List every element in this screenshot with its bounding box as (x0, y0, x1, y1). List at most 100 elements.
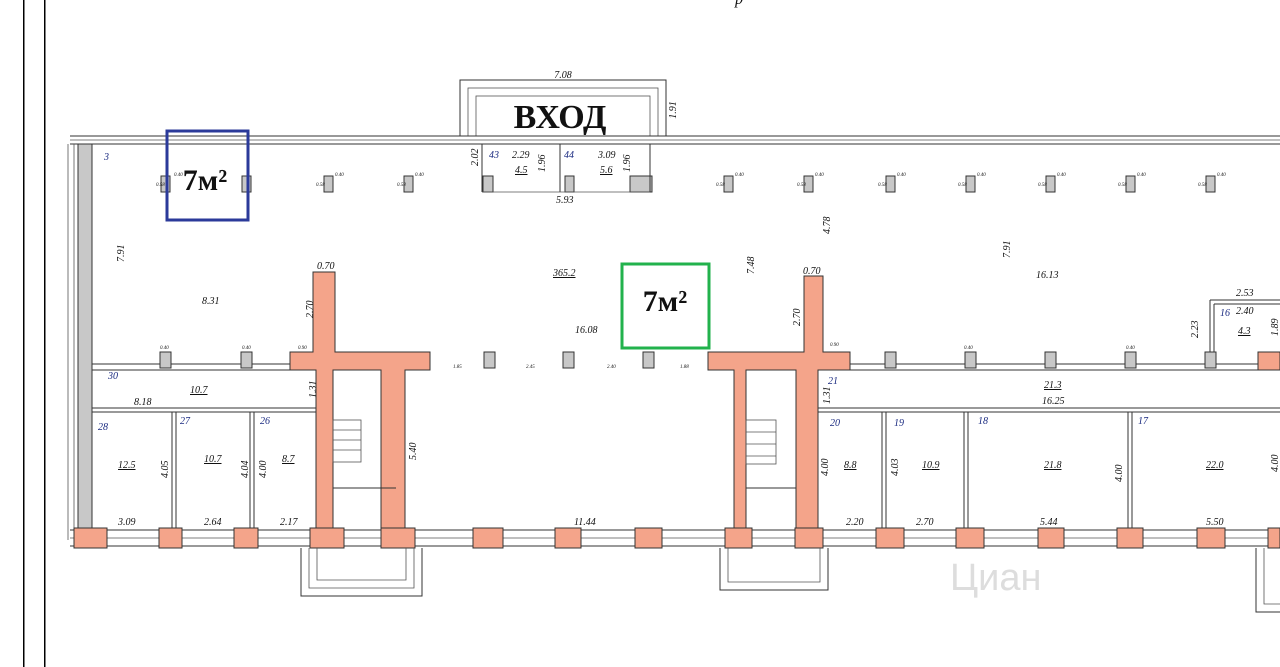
svg-text:0.40: 0.40 (815, 173, 824, 178)
svg-text:1.96: 1.96 (622, 155, 633, 173)
room-44: 44 (564, 150, 574, 161)
hall-area: 365.2 (552, 268, 576, 279)
room-30: 30 (107, 371, 118, 382)
highlight-blue[interactable]: 7м² (165, 129, 250, 222)
room-16-block: 2.53 2.40 2.23 16 4.3 1.89 (1190, 288, 1280, 352)
svg-text:0.58: 0.58 (316, 183, 325, 188)
svg-text:4.00: 4.00 (1114, 465, 1125, 483)
svg-text:2.64: 2.64 (204, 517, 222, 528)
bottom-left-rooms: 30 10.7 8.18 28 27 26 12.5 10.7 8.7 4.05… (92, 371, 316, 530)
frame-left-inner (44, 0, 46, 667)
svg-text:0.40: 0.40 (1057, 173, 1066, 178)
svg-text:1.88: 1.88 (680, 365, 689, 370)
svg-text:2.02: 2.02 (470, 149, 481, 167)
header-fragment: р (734, 0, 743, 8)
entrance-depth: 1.91 (668, 101, 679, 119)
svg-text:0.58: 0.58 (878, 183, 887, 188)
svg-text:2.17: 2.17 (280, 517, 299, 528)
svg-text:4.03: 4.03 (890, 459, 901, 477)
svg-text:0.40: 0.40 (415, 173, 424, 178)
hall-right-width: 16.13 (1036, 270, 1059, 281)
svg-text:1.89: 1.89 (1270, 319, 1280, 337)
room-18: 18 (978, 416, 988, 427)
svg-text:0.40: 0.40 (242, 346, 251, 351)
svg-text:0.40: 0.40 (160, 346, 169, 351)
highlight-green-label: 7м² (643, 285, 687, 318)
area-21: 21.3 (1044, 380, 1062, 391)
entrance-label: ВХОД (514, 99, 607, 136)
top-column-dims: 0.58 0.40 0.58 0.40 0.58 0.40 0.58 0.40 … (156, 173, 1226, 188)
area-18: 21.8 (1044, 460, 1062, 471)
svg-text:0.90: 0.90 (298, 346, 307, 351)
area-27: 10.7 (204, 454, 223, 465)
room-26: 26 (260, 416, 270, 427)
svg-text:4.00: 4.00 (1270, 455, 1280, 473)
hall-left-width: 8.31 (202, 296, 220, 307)
svg-text:0.40: 0.40 (735, 173, 744, 178)
bottom-wall (70, 529, 1280, 547)
room-3: 3 (103, 152, 109, 163)
hall-length: 16.08 (575, 325, 598, 336)
svg-text:4.04: 4.04 (240, 461, 251, 479)
svg-text:3.09: 3.09 (117, 517, 136, 528)
svg-text:0.58: 0.58 (1038, 183, 1047, 188)
svg-text:1.31: 1.31 (822, 387, 833, 405)
svg-text:2.70: 2.70 (916, 517, 934, 528)
highlight-green[interactable]: 7м² (620, 262, 711, 350)
svg-text:2.45: 2.45 (526, 365, 535, 370)
svg-text:0.58: 0.58 (716, 183, 725, 188)
svg-text:5.93: 5.93 (556, 195, 574, 206)
room-19: 19 (894, 418, 904, 429)
entrance-porch: 7.08 1.91 ВХОД (459, 70, 679, 137)
corridor-wall: 1.85 2.45 2.40 1.88 0.40 0.40 0.90 0.90 … (92, 343, 1280, 371)
svg-text:0.40: 0.40 (1126, 346, 1135, 351)
svg-text:8.18: 8.18 (134, 397, 152, 408)
svg-text:0.40: 0.40 (897, 173, 906, 178)
room-17: 17 (1138, 416, 1149, 427)
frame-left-outer (23, 0, 25, 667)
svg-text:4.05: 4.05 (160, 461, 171, 479)
svg-text:16.25: 16.25 (1042, 396, 1065, 407)
svg-text:0.58: 0.58 (797, 183, 806, 188)
left-stair-core: 0.70 2.70 1.31 5.40 (289, 261, 431, 531)
hall-left-depth: 7.91 (116, 245, 127, 263)
svg-text:1.96: 1.96 (537, 155, 548, 173)
svg-text:5.6: 5.6 (600, 165, 613, 176)
svg-text:0.58: 0.58 (1198, 183, 1207, 188)
svg-text:0.40: 0.40 (1217, 173, 1226, 178)
room-20: 20 (830, 418, 840, 429)
area-20: 8.8 (844, 460, 857, 471)
svg-text:2.70: 2.70 (305, 301, 316, 319)
svg-text:0.58: 0.58 (1118, 183, 1127, 188)
svg-text:2.40: 2.40 (607, 365, 616, 370)
svg-text:0.90: 0.90 (830, 343, 839, 348)
area-30: 10.7 (190, 385, 209, 396)
svg-text:0.58: 0.58 (397, 183, 406, 188)
left-wall (77, 143, 93, 530)
room-21: 21 (828, 376, 838, 387)
svg-text:0.70: 0.70 (317, 261, 335, 272)
svg-text:2.29: 2.29 (512, 150, 530, 161)
svg-text:0.40: 0.40 (964, 346, 973, 351)
bottom-span: 11.44 (574, 517, 596, 528)
svg-text:2.53: 2.53 (1236, 288, 1254, 299)
room-43: 43 (489, 150, 499, 161)
bottom-piers: 11.44 (73, 517, 1280, 549)
svg-text:2.70: 2.70 (792, 309, 803, 327)
svg-text:4.5: 4.5 (515, 165, 528, 176)
vestibule: 2.02 43 2.29 4.5 1.96 44 3.09 5.6 1.96 5… (470, 144, 651, 206)
svg-text:5.40: 5.40 (408, 443, 419, 461)
area-17: 22.0 (1206, 460, 1224, 471)
svg-text:4.00: 4.00 (258, 461, 269, 479)
svg-text:1.85: 1.85 (453, 365, 462, 370)
svg-text:2.20: 2.20 (846, 517, 864, 528)
area-28: 12.5 (118, 460, 136, 471)
room-27: 27 (180, 416, 191, 427)
bottom-right-rooms: 21 21.3 16.25 20 19 18 17 8.8 10.9 21.8 … (818, 376, 1280, 530)
svg-text:4.00: 4.00 (820, 459, 831, 477)
room-28: 28 (98, 422, 108, 433)
svg-text:0.58: 0.58 (958, 183, 967, 188)
watermark: Циан (950, 557, 1041, 599)
highlight-blue-label: 7м² (183, 164, 227, 197)
